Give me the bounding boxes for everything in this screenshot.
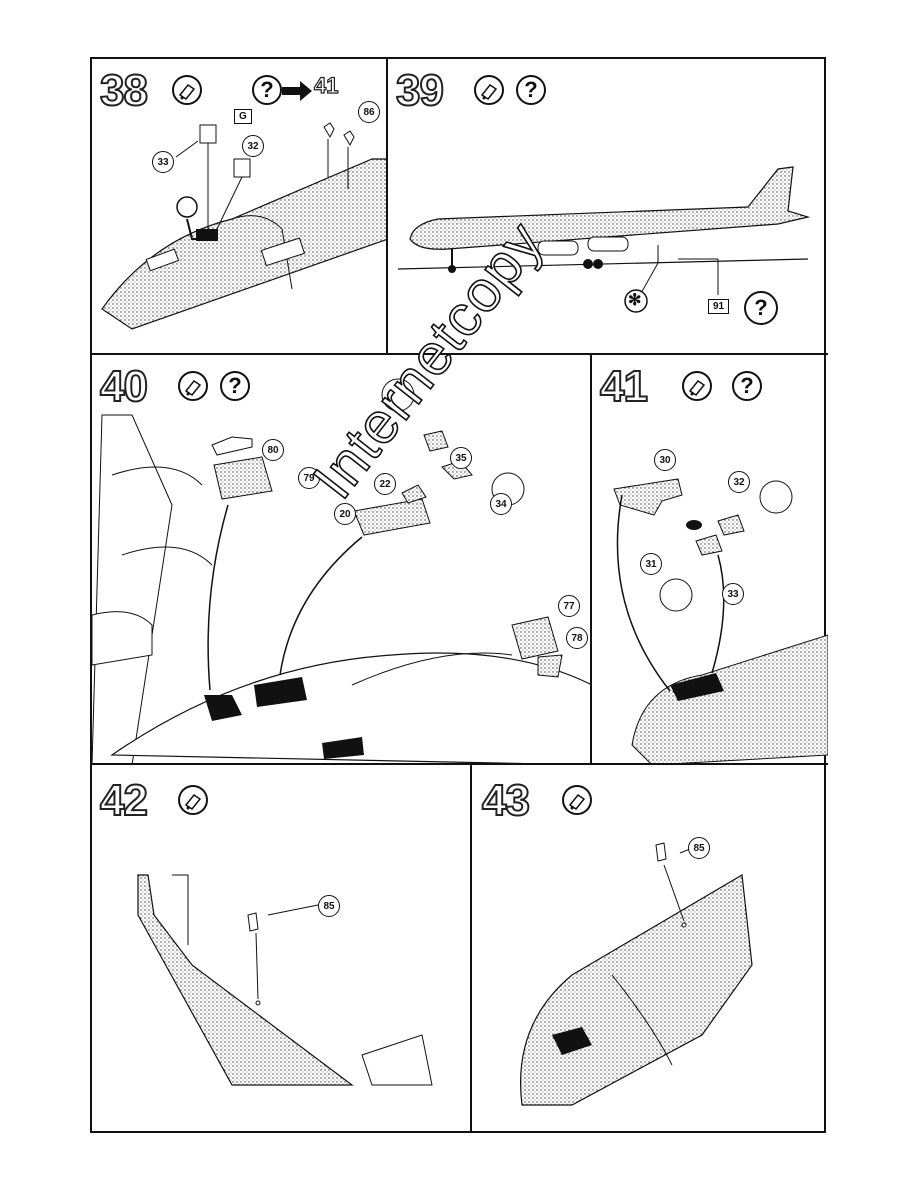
callout-34: 34	[490, 493, 512, 515]
callout-32: 32	[242, 135, 264, 157]
stand-part-91: 91	[708, 299, 730, 314]
question-mark: ?	[228, 373, 242, 398]
glue-icon	[178, 785, 208, 815]
glue-icon	[172, 75, 202, 105]
step-39-panel: 39 ? ✻ 91 ?	[388, 59, 828, 355]
callout-30: 30	[654, 449, 676, 471]
step-38-number: 38	[99, 66, 149, 115]
callout-33: 33	[152, 151, 174, 173]
callout-86: 86	[358, 101, 380, 123]
step-41-panel: 41 ? 30 32 31 33	[592, 355, 828, 765]
question-icon: ?	[252, 75, 282, 105]
instruction-sheet: 38 ? 41 33 32 86 G	[90, 57, 828, 1133]
step-41-number: 41	[599, 362, 649, 411]
decal-label: G	[234, 109, 252, 124]
glue-icon	[562, 785, 592, 815]
question-mark: ?	[754, 295, 768, 320]
step-39-number: 39	[395, 66, 445, 115]
step-43-number: 43	[481, 776, 531, 825]
glue-icon	[178, 371, 208, 401]
callout-20: 20	[334, 503, 356, 525]
callout-33: 33	[722, 583, 744, 605]
step-42-number: 42	[99, 776, 149, 825]
callout-32: 32	[728, 471, 750, 493]
step-43-panel: 43 85	[472, 765, 828, 1131]
step-40-number: 40	[99, 362, 149, 411]
callout-85: 85	[688, 837, 710, 859]
question-icon: ?	[732, 371, 762, 401]
step-42-panel: 42 85	[92, 765, 472, 1131]
callout-79: 79	[298, 467, 320, 489]
step-38-ref: 41	[313, 72, 339, 98]
callout-22: 22	[374, 473, 396, 495]
step-42-drawing	[137, 874, 433, 1086]
question-mark: ?	[524, 77, 538, 102]
callout-31: 31	[640, 553, 662, 575]
callout-80: 80	[262, 439, 284, 461]
callout-85: 85	[318, 895, 340, 917]
arrow-icon	[282, 81, 312, 101]
step-41-drawing	[613, 478, 828, 763]
question-icon: ?	[516, 75, 546, 105]
callout-78: 78	[566, 627, 588, 649]
question-mark: ?	[740, 373, 754, 398]
question-icon: ?	[744, 291, 778, 325]
step-40-panel: 40 ? 80	[92, 355, 592, 765]
glue-icon	[682, 371, 712, 401]
question-mark: ?	[260, 77, 274, 102]
step-43-drawing	[519, 842, 753, 1106]
question-icon: ?	[220, 371, 250, 401]
callout-35: 35	[450, 447, 472, 469]
step-38-panel: 38 ? 41 33 32 86 G	[92, 59, 388, 355]
stand-symbol: ✻	[628, 292, 642, 309]
callout-77: 77	[558, 595, 580, 617]
glue-icon	[474, 75, 504, 105]
step-38-drawing	[101, 122, 386, 330]
step-39-aircraft-drawing	[397, 166, 811, 313]
